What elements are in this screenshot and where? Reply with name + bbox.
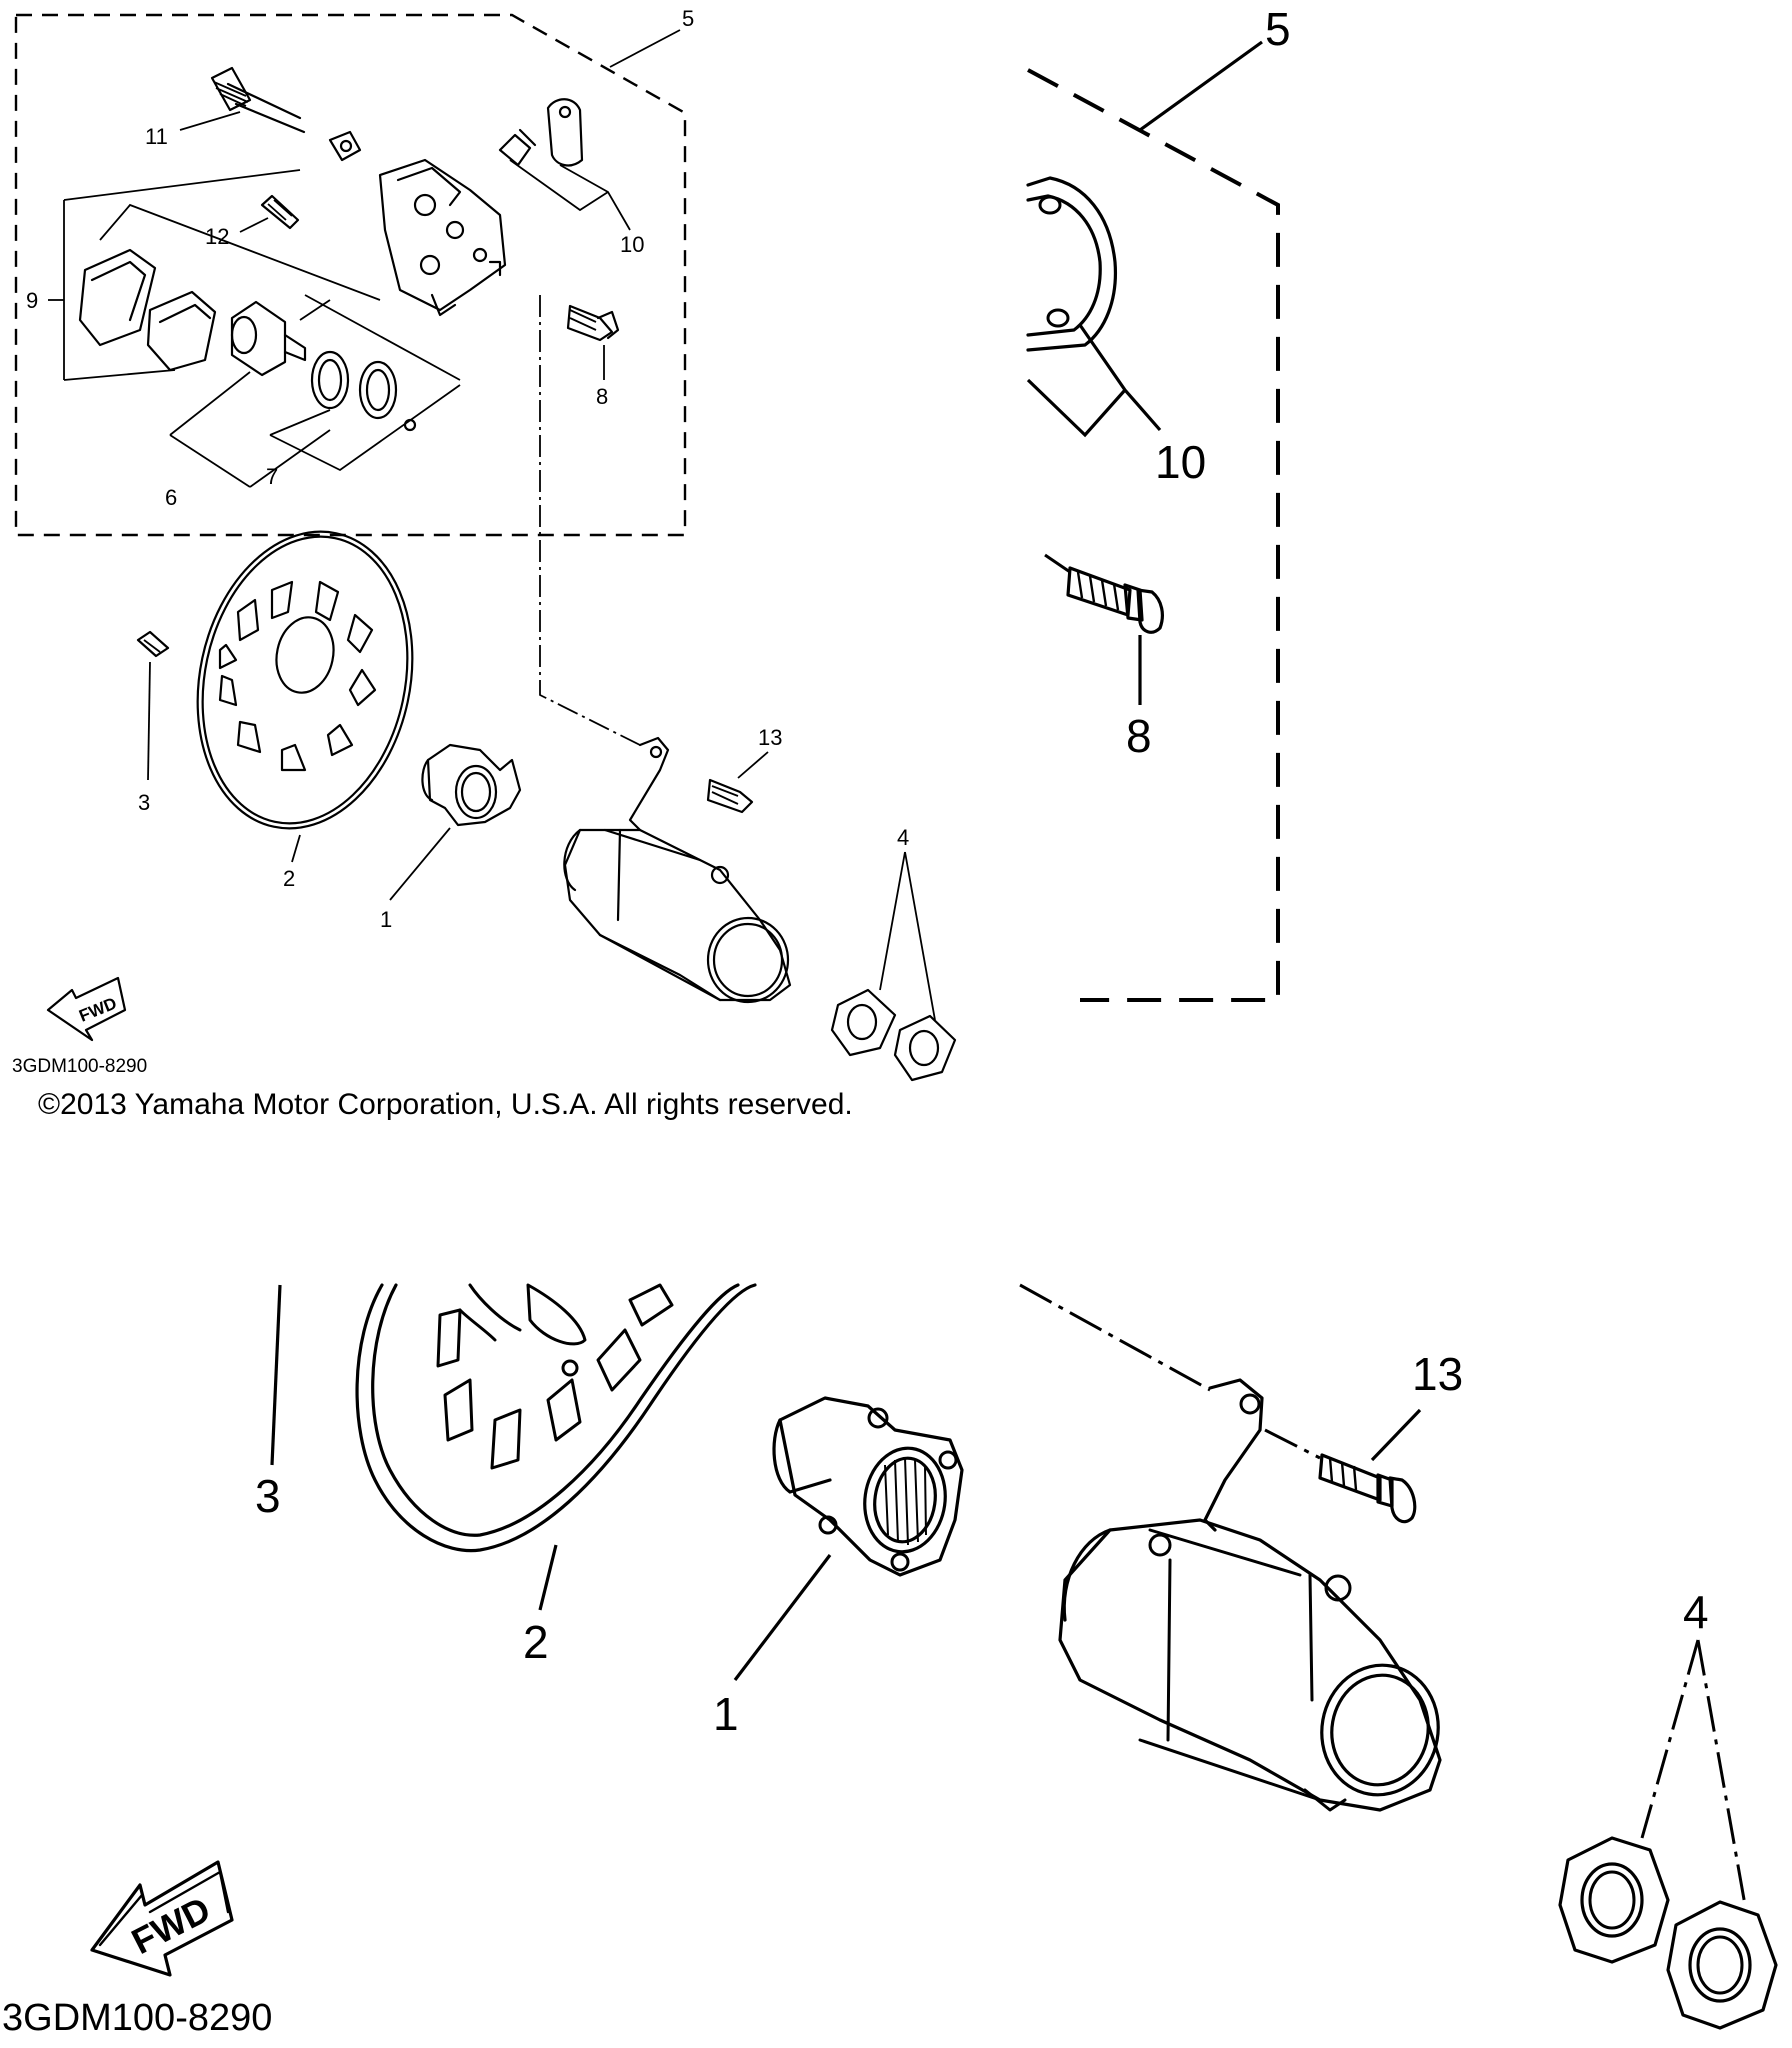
fwd-arrow-icon: FWD (46, 976, 127, 1042)
callout-9: 9 (26, 288, 38, 313)
caliper-assembly-boundary (14, 13, 687, 537)
callout-3: 3 (138, 790, 150, 815)
hose-clip-10 (498, 98, 584, 167)
zoom-hose-clip-10 (1026, 176, 1118, 352)
callout-13: 13 (758, 725, 782, 750)
nuts-4 (830, 988, 957, 1082)
zoom-diagram-code: 3GDM100-8290 (2, 1997, 272, 2039)
brake-disc-2 (196, 530, 414, 830)
callout-10: 10 (620, 232, 644, 257)
piston-6 (230, 300, 307, 377)
caliper-bracket (563, 736, 792, 1004)
zoom-callout-4: 4 (1683, 1586, 1709, 1638)
zoom-callout-2: 2 (523, 1616, 549, 1668)
bolt-13 (706, 778, 754, 814)
screw-3 (136, 630, 170, 658)
callout-2: 2 (283, 866, 295, 891)
copyright-notice: ©2013 Yamaha Motor Corporation, U.S.A. A… (38, 1088, 853, 1121)
bolt-8 (566, 304, 620, 342)
callout-5: 5 (682, 6, 694, 31)
zoom-callout-5: 5 (1265, 3, 1291, 55)
callout-7: 7 (266, 464, 278, 489)
zoom-brake-disc-2 (355, 1283, 757, 1553)
zoom-hub-1 (772, 1396, 964, 1577)
overview-diagram: 5 11 12 (12, 6, 957, 1082)
zoom-nuts-4 (1558, 1836, 1778, 2030)
zoom-callout-3: 3 (255, 1470, 281, 1522)
diagram-code: 3GDM100-8290 (12, 1056, 147, 1077)
caliper-body (328, 130, 507, 317)
brake-pads-9 (78, 248, 217, 372)
callout-11: 11 (145, 124, 168, 149)
zoom-bolt-13 (1318, 1453, 1417, 1524)
zoom-bolt-8 (1044, 553, 1164, 634)
zoom-callout-13: 13 (1412, 1348, 1463, 1400)
zoom-callout-1: 1 (713, 1688, 739, 1740)
pin-bolt-11 (210, 66, 306, 134)
zoom-callout-10: 10 (1155, 436, 1206, 488)
zoom-caliper-bracket (1058, 1378, 1442, 1812)
callout-6: 6 (165, 485, 177, 510)
piston-seals-7 (310, 350, 417, 432)
zoom-fwd-arrow-icon: FWD (90, 1860, 234, 1977)
callout-8: 8 (596, 384, 608, 409)
hub-1 (421, 743, 522, 827)
fwd-label: FWD (76, 994, 119, 1026)
zoom-top-right: 5 10 8 (1026, 3, 1291, 1002)
callout-12: 12 (205, 224, 229, 249)
bleed-screw-12 (260, 194, 300, 230)
zoom-bottom: 3 2 1 (2, 1283, 1778, 2039)
zoom-callout-8: 8 (1126, 710, 1152, 762)
callout-4: 4 (897, 825, 909, 850)
callout-1: 1 (380, 907, 392, 932)
